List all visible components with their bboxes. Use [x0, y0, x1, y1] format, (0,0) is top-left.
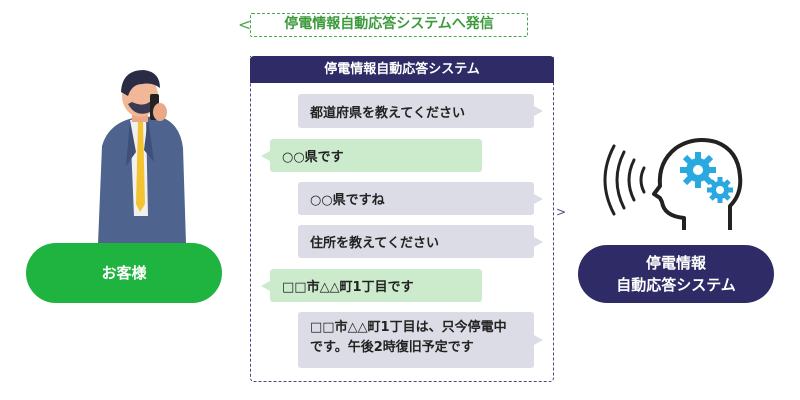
call-label: 停電情報自動応答システムへ発信 — [250, 13, 528, 37]
message-text: □□市△△町1丁目です — [282, 280, 414, 295]
message-system-4: □□市△△町1丁目は、只今停電中 です。午後2時復旧予定です — [298, 312, 543, 368]
ai-head-icon — [603, 138, 743, 230]
message-customer-1: ○○県です — [261, 139, 482, 172]
message-text-line2: です。午後2時復旧予定です — [310, 340, 474, 355]
customer-label-text: お客様 — [101, 264, 147, 282]
system-label-line1: 停電情報 — [645, 254, 706, 272]
gear-icon — [680, 152, 716, 188]
message-text: 住所を教えてください — [310, 236, 439, 251]
message-system-1: 都道府県を教えてください — [298, 94, 543, 128]
panel-title: 停電情報自動応答システム — [250, 56, 554, 83]
customer-label: お客様 — [26, 243, 222, 303]
gear-icon — [707, 177, 733, 203]
message-text: ○○県です — [282, 150, 344, 165]
system-label-line2: 自動応答システム — [616, 276, 736, 294]
message-text-line1: □□市△△町1丁目は、只今停電中 — [310, 320, 507, 335]
message-system-2: ○○県ですね — [298, 182, 543, 215]
customer-person-icon — [98, 70, 186, 246]
panel-connector-icon: > — [556, 205, 567, 219]
message-text: 都道府県を教えてください — [310, 105, 465, 121]
system-label: 停電情報 自動応答システム — [578, 245, 774, 303]
call-arrow-icon: < — [238, 15, 252, 34]
message-text: ○○県ですね — [310, 193, 385, 208]
sound-waves-icon — [603, 144, 646, 216]
message-customer-2: □□市△△町1丁目です — [261, 269, 482, 302]
message-system-3: 住所を教えてください — [298, 225, 543, 258]
conversation-panel — [250, 56, 554, 382]
